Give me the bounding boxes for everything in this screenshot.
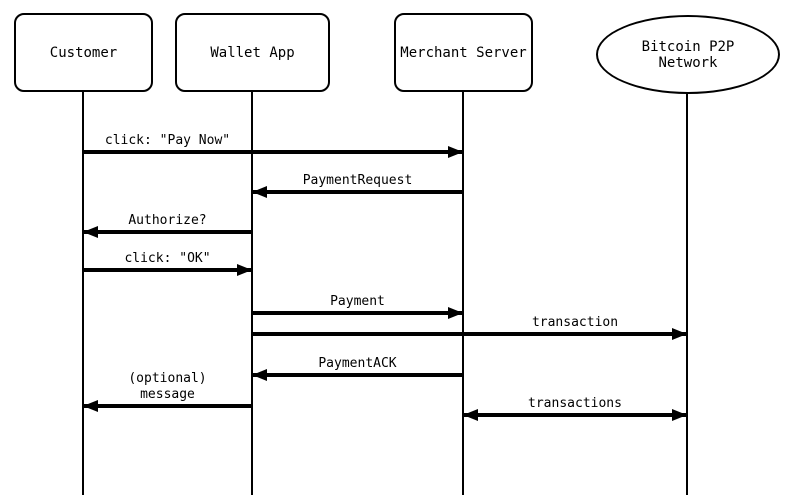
message-arrow-line xyxy=(83,230,252,234)
actor-customer-label: Customer xyxy=(49,44,118,61)
lifeline-wallet-app xyxy=(251,92,253,495)
lifeline-bitcoin-p2p-network xyxy=(686,94,688,495)
message-label: click: "Pay Now" xyxy=(104,133,231,148)
lifeline-merchant-server xyxy=(462,92,464,495)
message-arrow-line xyxy=(83,150,463,154)
actor-wallet-app: Wallet App xyxy=(175,13,330,92)
message-label: click: "OK" xyxy=(124,251,211,266)
lifeline-customer xyxy=(82,92,84,495)
actor-merchant-server: Merchant Server xyxy=(394,13,533,92)
arrowhead-right-icon xyxy=(672,409,687,421)
arrowhead-left-icon xyxy=(83,400,98,412)
message-arrow-line xyxy=(252,190,463,194)
actor-merchant-server-label: Merchant Server xyxy=(400,44,527,61)
actor-customer: Customer xyxy=(14,13,153,92)
message-arrow-line xyxy=(463,413,687,417)
actor-wallet-app-label: Wallet App xyxy=(210,44,295,61)
message-arrow-line xyxy=(252,311,463,315)
arrowhead-right-icon xyxy=(237,264,252,276)
arrowhead-right-icon xyxy=(448,146,463,158)
arrowhead-left-icon xyxy=(252,186,267,198)
arrowhead-left-icon xyxy=(252,369,267,381)
message-label: (optional) message xyxy=(128,371,207,402)
message-label: transactions xyxy=(528,396,622,411)
message-arrow-line xyxy=(252,332,687,336)
message-arrow-line xyxy=(252,373,463,377)
arrowhead-right-icon xyxy=(672,328,687,340)
arrowhead-right-icon xyxy=(448,307,463,319)
arrowhead-left-icon xyxy=(83,226,98,238)
message-arrow-line xyxy=(83,404,252,408)
arrowhead-left-icon xyxy=(463,409,478,421)
message-label: transaction xyxy=(531,315,619,330)
message-arrow-line xyxy=(83,268,252,272)
message-label: PaymentACK xyxy=(318,356,397,371)
message-label: Payment xyxy=(330,294,385,309)
actor-bitcoin-p2p-network: Bitcoin P2P Network xyxy=(596,15,780,94)
message-label: Authorize? xyxy=(128,213,207,228)
actor-bitcoin-p2p-network-label: Bitcoin P2P Network xyxy=(641,38,735,71)
message-label: PaymentRequest xyxy=(302,173,413,188)
